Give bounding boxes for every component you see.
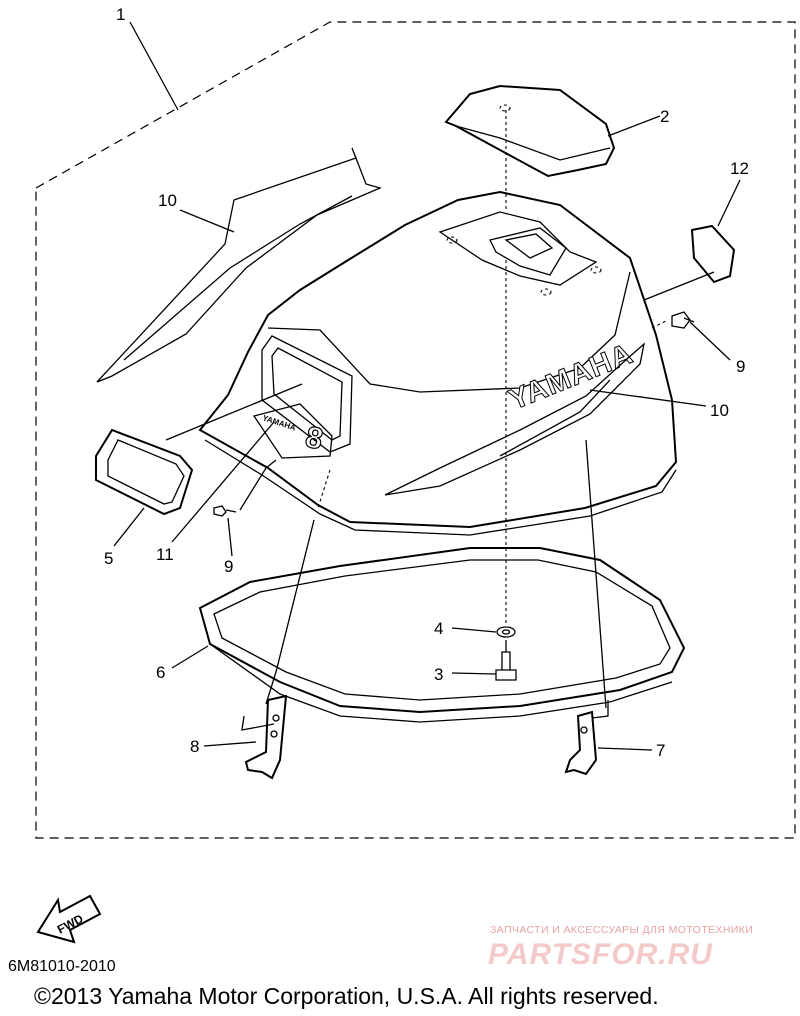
callout-9: 9 bbox=[736, 357, 745, 376]
callout-leader bbox=[689, 321, 731, 361]
callout-5: 5 bbox=[104, 549, 113, 568]
bolt bbox=[495, 651, 517, 681]
bracket-left bbox=[244, 694, 288, 780]
alignment-line bbox=[239, 459, 277, 511]
callout-leader bbox=[171, 421, 275, 543]
right-side-stripe bbox=[384, 342, 646, 496]
fwd-arrow-icon: FWD bbox=[36, 894, 102, 944]
top-cowling-intake-box bbox=[489, 227, 567, 276]
mount-hole bbox=[590, 266, 602, 274]
part-number: 6M81010-2010 bbox=[8, 958, 116, 975]
mount-hole bbox=[540, 288, 552, 296]
callout-6: 6 bbox=[156, 663, 165, 682]
watermark-logo: PARTSFOR.RU bbox=[488, 938, 713, 971]
callout-leader bbox=[203, 741, 257, 747]
callout-leader bbox=[171, 645, 209, 669]
front-window-inner bbox=[271, 347, 343, 441]
left-side-decal-inner bbox=[123, 195, 353, 361]
callout-leader bbox=[607, 115, 661, 137]
screw-left bbox=[213, 505, 237, 517]
washer bbox=[496, 626, 516, 638]
alignment-line bbox=[651, 319, 669, 329]
callout-3: 3 bbox=[434, 665, 443, 684]
bracket-right-hole bbox=[580, 726, 588, 734]
model-decal bbox=[252, 403, 333, 459]
callout-leader bbox=[165, 383, 303, 441]
top-cowling-top-edge bbox=[267, 271, 631, 393]
right-side-stripe-inner bbox=[499, 379, 611, 457]
callout-10: 10 bbox=[710, 401, 729, 420]
seal-ring-lower bbox=[209, 643, 673, 723]
callout-2: 2 bbox=[660, 107, 669, 126]
callout-8: 8 bbox=[190, 737, 199, 756]
small-cap bbox=[690, 224, 736, 284]
callout-leader bbox=[113, 507, 145, 547]
top-cowling-intake-box-inner bbox=[504, 233, 554, 259]
bracket-right bbox=[564, 710, 598, 776]
alignment-line bbox=[585, 439, 607, 709]
grille-frame-inner bbox=[107, 439, 185, 505]
callout-leader bbox=[717, 179, 741, 227]
alignment-line bbox=[265, 519, 315, 705]
callout-12: 12 bbox=[730, 159, 749, 178]
callout-leader bbox=[451, 627, 497, 633]
callout-10: 10 bbox=[158, 191, 177, 210]
alignment-line bbox=[317, 469, 331, 509]
alignment-line bbox=[241, 715, 275, 731]
left-side-decal bbox=[96, 147, 382, 383]
callout-leader bbox=[597, 747, 653, 751]
callout-9: 9 bbox=[224, 557, 233, 576]
callout-leader bbox=[227, 517, 233, 557]
bracket-left-hole bbox=[270, 730, 278, 738]
washer-hole bbox=[501, 629, 511, 635]
callout-leader bbox=[451, 672, 497, 675]
top-cover-lid-edge bbox=[455, 125, 611, 161]
callout-leader bbox=[589, 389, 707, 407]
lid-hole bbox=[499, 104, 511, 112]
callout-leader bbox=[129, 21, 179, 111]
top-cowling-lower-lip bbox=[204, 439, 677, 536]
copyright-notice: ©2013 Yamaha Motor Corporation, U.S.A. A… bbox=[34, 983, 659, 1009]
alignment-line bbox=[591, 700, 609, 719]
grille-frame bbox=[95, 428, 194, 516]
alignment-line bbox=[643, 271, 715, 301]
callout-11: 11 bbox=[156, 545, 174, 564]
seal-ring-inner bbox=[213, 559, 671, 701]
callout-4: 4 bbox=[434, 619, 443, 638]
screw-right bbox=[671, 311, 695, 329]
bracket-left-hole bbox=[272, 714, 280, 722]
callout-leader bbox=[179, 209, 235, 233]
top-cover-lid bbox=[444, 84, 616, 178]
callout-7: 7 bbox=[656, 741, 665, 760]
watermark-tagline: ЗАПЧАСТИ И АКСЕССУАРЫ ДЛЯ МОТОТЕХНИКИ bbox=[490, 924, 754, 936]
mount-hole bbox=[446, 236, 458, 244]
top-cowling-intake bbox=[438, 211, 598, 286]
callout-1: 1 bbox=[116, 5, 125, 24]
seal-ring bbox=[198, 547, 686, 714]
